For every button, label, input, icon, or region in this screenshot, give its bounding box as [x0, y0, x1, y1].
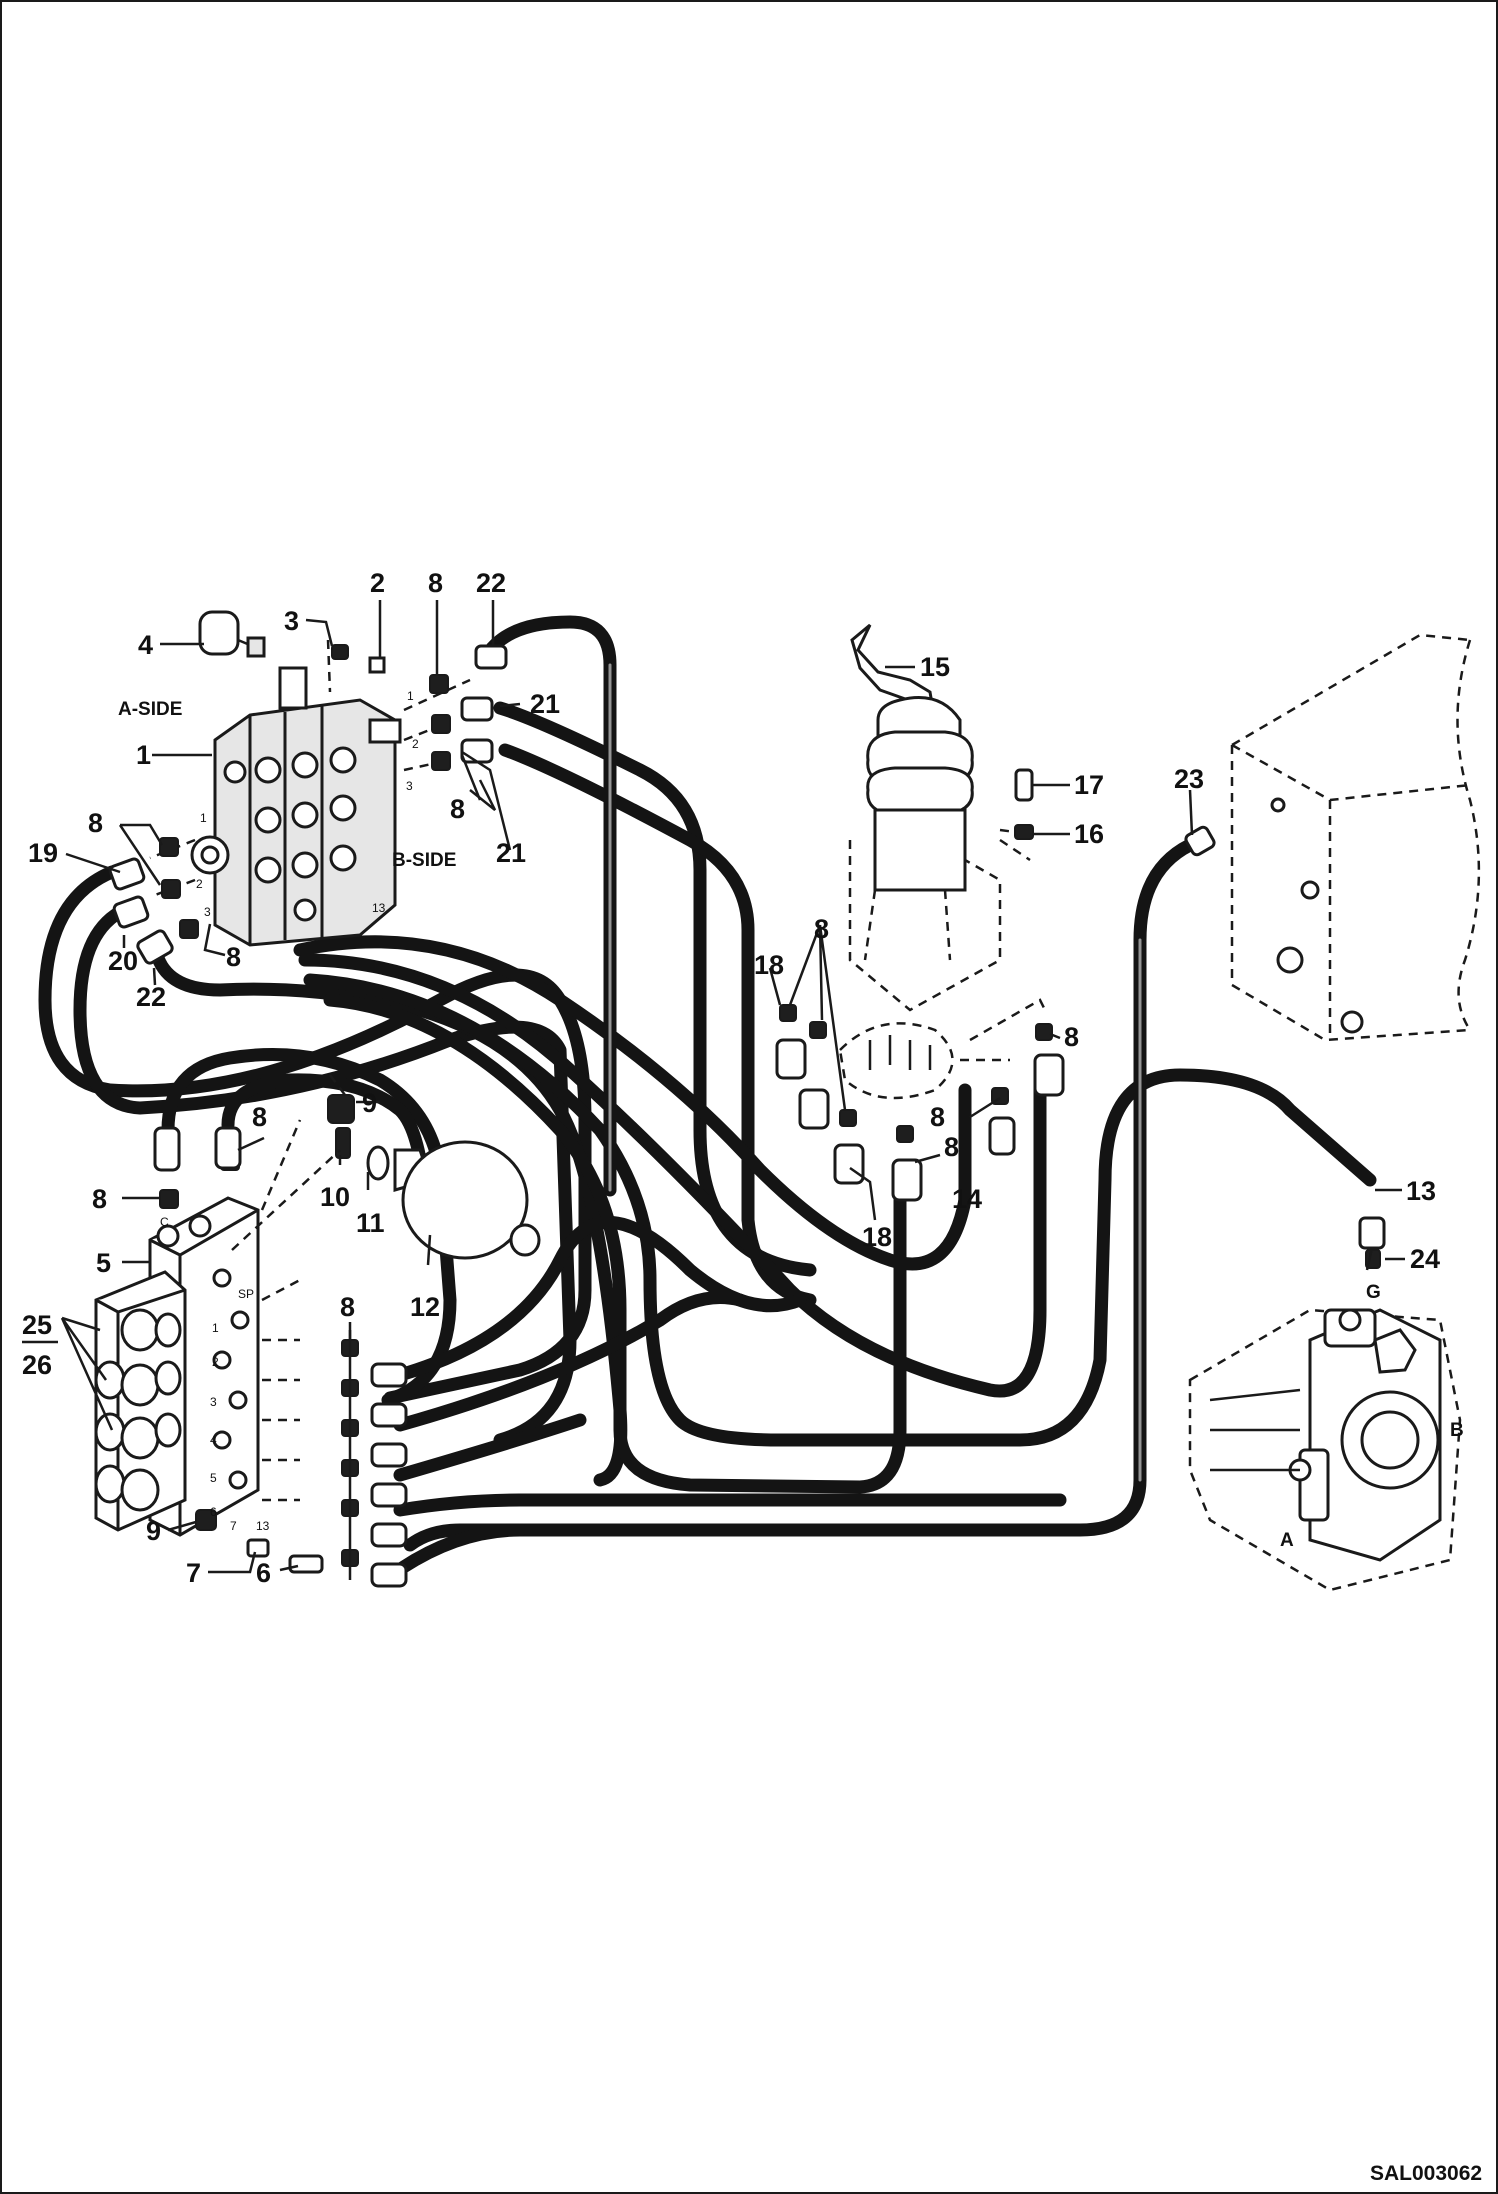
callout-16: 16: [1074, 819, 1104, 849]
hose-top-loop: [485, 615, 617, 1197]
callout-10: 10: [320, 1182, 350, 1212]
callout-8-mid: 8: [814, 914, 829, 944]
fraction-bottom: 26: [22, 1350, 52, 1380]
callout-21-lower: 21: [496, 838, 526, 868]
b-side-label: B-SIDE: [392, 850, 456, 871]
leader-lines: [60, 600, 1405, 1574]
callout-8-g: 8: [340, 1292, 355, 1322]
callout-23: 23: [1174, 764, 1204, 794]
hose-stub-3: [393, 1413, 587, 1482]
callout-22-lower: 22: [136, 982, 166, 1012]
port-mark-p1: 1: [212, 1321, 219, 1335]
bolt-icon: [326, 639, 386, 693]
callout-22-top: 22: [476, 568, 506, 598]
callout-7: 7: [186, 1558, 201, 1588]
hose-23: [403, 838, 1197, 1552]
joystick-icon: [848, 623, 1031, 1012]
callout-6: 6: [256, 1558, 271, 1588]
pilot-valve-block-icon: [94, 1196, 260, 1537]
hydraulic-tank-icon: [1184, 633, 1481, 1042]
callout-8-top: 8: [428, 568, 443, 598]
port-mark-2: 2: [412, 737, 419, 751]
port-b-label: B: [1450, 1420, 1464, 1441]
fittings-valve-right: [403, 644, 508, 772]
callout-12: 12: [410, 1292, 440, 1322]
callout-18-top: 18: [754, 950, 784, 980]
callout-9-bottom: 9: [146, 1516, 161, 1546]
port-a-label: A: [1280, 1530, 1294, 1551]
hose-stub-4: [393, 1493, 1067, 1517]
port-mark-sp: SP: [238, 1287, 254, 1301]
callout-17: 17: [1074, 770, 1104, 800]
callout-1: 1: [136, 740, 151, 770]
fittings-valve-left: [108, 837, 199, 965]
port-marks: 1 2 3 1 2 3 13 13 C SP 1 2 3 4 5 6 7: [160, 689, 419, 1533]
pilot-line-fittings-column: [341, 1330, 408, 1588]
port-mark-3: 3: [406, 779, 413, 793]
callout-19: 19: [28, 838, 58, 868]
port-mark-p6: 6: [210, 1505, 217, 1519]
solenoid-icon: [198, 610, 266, 658]
callout-8-d: 8: [944, 1132, 959, 1162]
port-mark-p4: 4: [210, 1433, 217, 1447]
port-mark-p5: 5: [210, 1471, 217, 1485]
callout-8-c: 8: [930, 1102, 945, 1132]
callout-13: 13: [1406, 1176, 1436, 1206]
callout-11: 11: [356, 1208, 385, 1238]
hydraulic-pump-icon: [1188, 1216, 1462, 1592]
callout-4: 4: [138, 630, 153, 660]
port-mark-13b: 13: [256, 1519, 270, 1533]
callout-8-left: 8: [88, 808, 103, 838]
hose-group: [38, 615, 1377, 1575]
pilot-manifold-icon: [838, 998, 1047, 1100]
callout-14: 14: [952, 1184, 982, 1214]
bracket-icon: [999, 768, 1034, 840]
callout-3: 3: [284, 606, 299, 636]
port-mark-p7: 7: [230, 1519, 237, 1533]
port-mark-13: 13: [372, 901, 386, 915]
callout-2: 2: [370, 568, 385, 598]
figure-code: SAL003062: [1370, 2162, 1482, 2185]
callout-8-b: 8: [226, 942, 241, 972]
port-mark-p2: 2: [212, 1355, 219, 1369]
port-mark-3b: 3: [204, 905, 211, 919]
callout-25-26: 25 26: [22, 1310, 58, 1380]
accumulator-icon: [327, 1074, 541, 1260]
hose-pilot-a: [161, 1048, 457, 1407]
callouts: 4 3 2 8 22 21 1 8 21 8 19 20 22 8 15 17 …: [28, 568, 1440, 1588]
callout-15: 15: [920, 652, 950, 682]
callout-8-valve: 8: [450, 794, 465, 824]
hose-center-2: [298, 953, 1047, 1398]
hose-stub-2: [393, 1291, 747, 1432]
port-mark-1: 1: [407, 689, 414, 703]
callout-8-e: 8: [252, 1102, 267, 1132]
fraction-top: 25: [22, 1310, 52, 1340]
hose-center-4: [323, 993, 907, 1494]
control-valve-icon: [190, 666, 402, 947]
callout-18-bottom: 18: [862, 1222, 892, 1252]
callout-5: 5: [96, 1248, 111, 1278]
hose-center-1: [293, 935, 972, 1271]
port-mark-2b: 2: [196, 877, 203, 891]
port-mark-c: C: [160, 1215, 169, 1229]
pilot-block-fittings: [153, 1119, 341, 1574]
hose-center-3: [303, 973, 1377, 1447]
callout-9-top: 9: [362, 1088, 377, 1118]
hose-21-lower: [498, 743, 817, 1307]
callout-24: 24: [1410, 1244, 1440, 1274]
callout-8-right: 8: [1064, 1022, 1079, 1052]
port-g-label: G: [1366, 1282, 1381, 1303]
hose-stub-5: [395, 1523, 527, 1575]
callout-8-f: 8: [92, 1184, 107, 1214]
a-side-label: A-SIDE: [118, 699, 182, 720]
port-mark-p3: 3: [210, 1395, 217, 1409]
hose-pilot-b: [221, 1073, 432, 1207]
port-mark-1b: 1: [200, 811, 207, 825]
pilot-fittings-middle: [775, 1004, 1065, 1202]
callout-20: 20: [108, 946, 138, 976]
callout-21-upper: 21: [530, 689, 560, 719]
